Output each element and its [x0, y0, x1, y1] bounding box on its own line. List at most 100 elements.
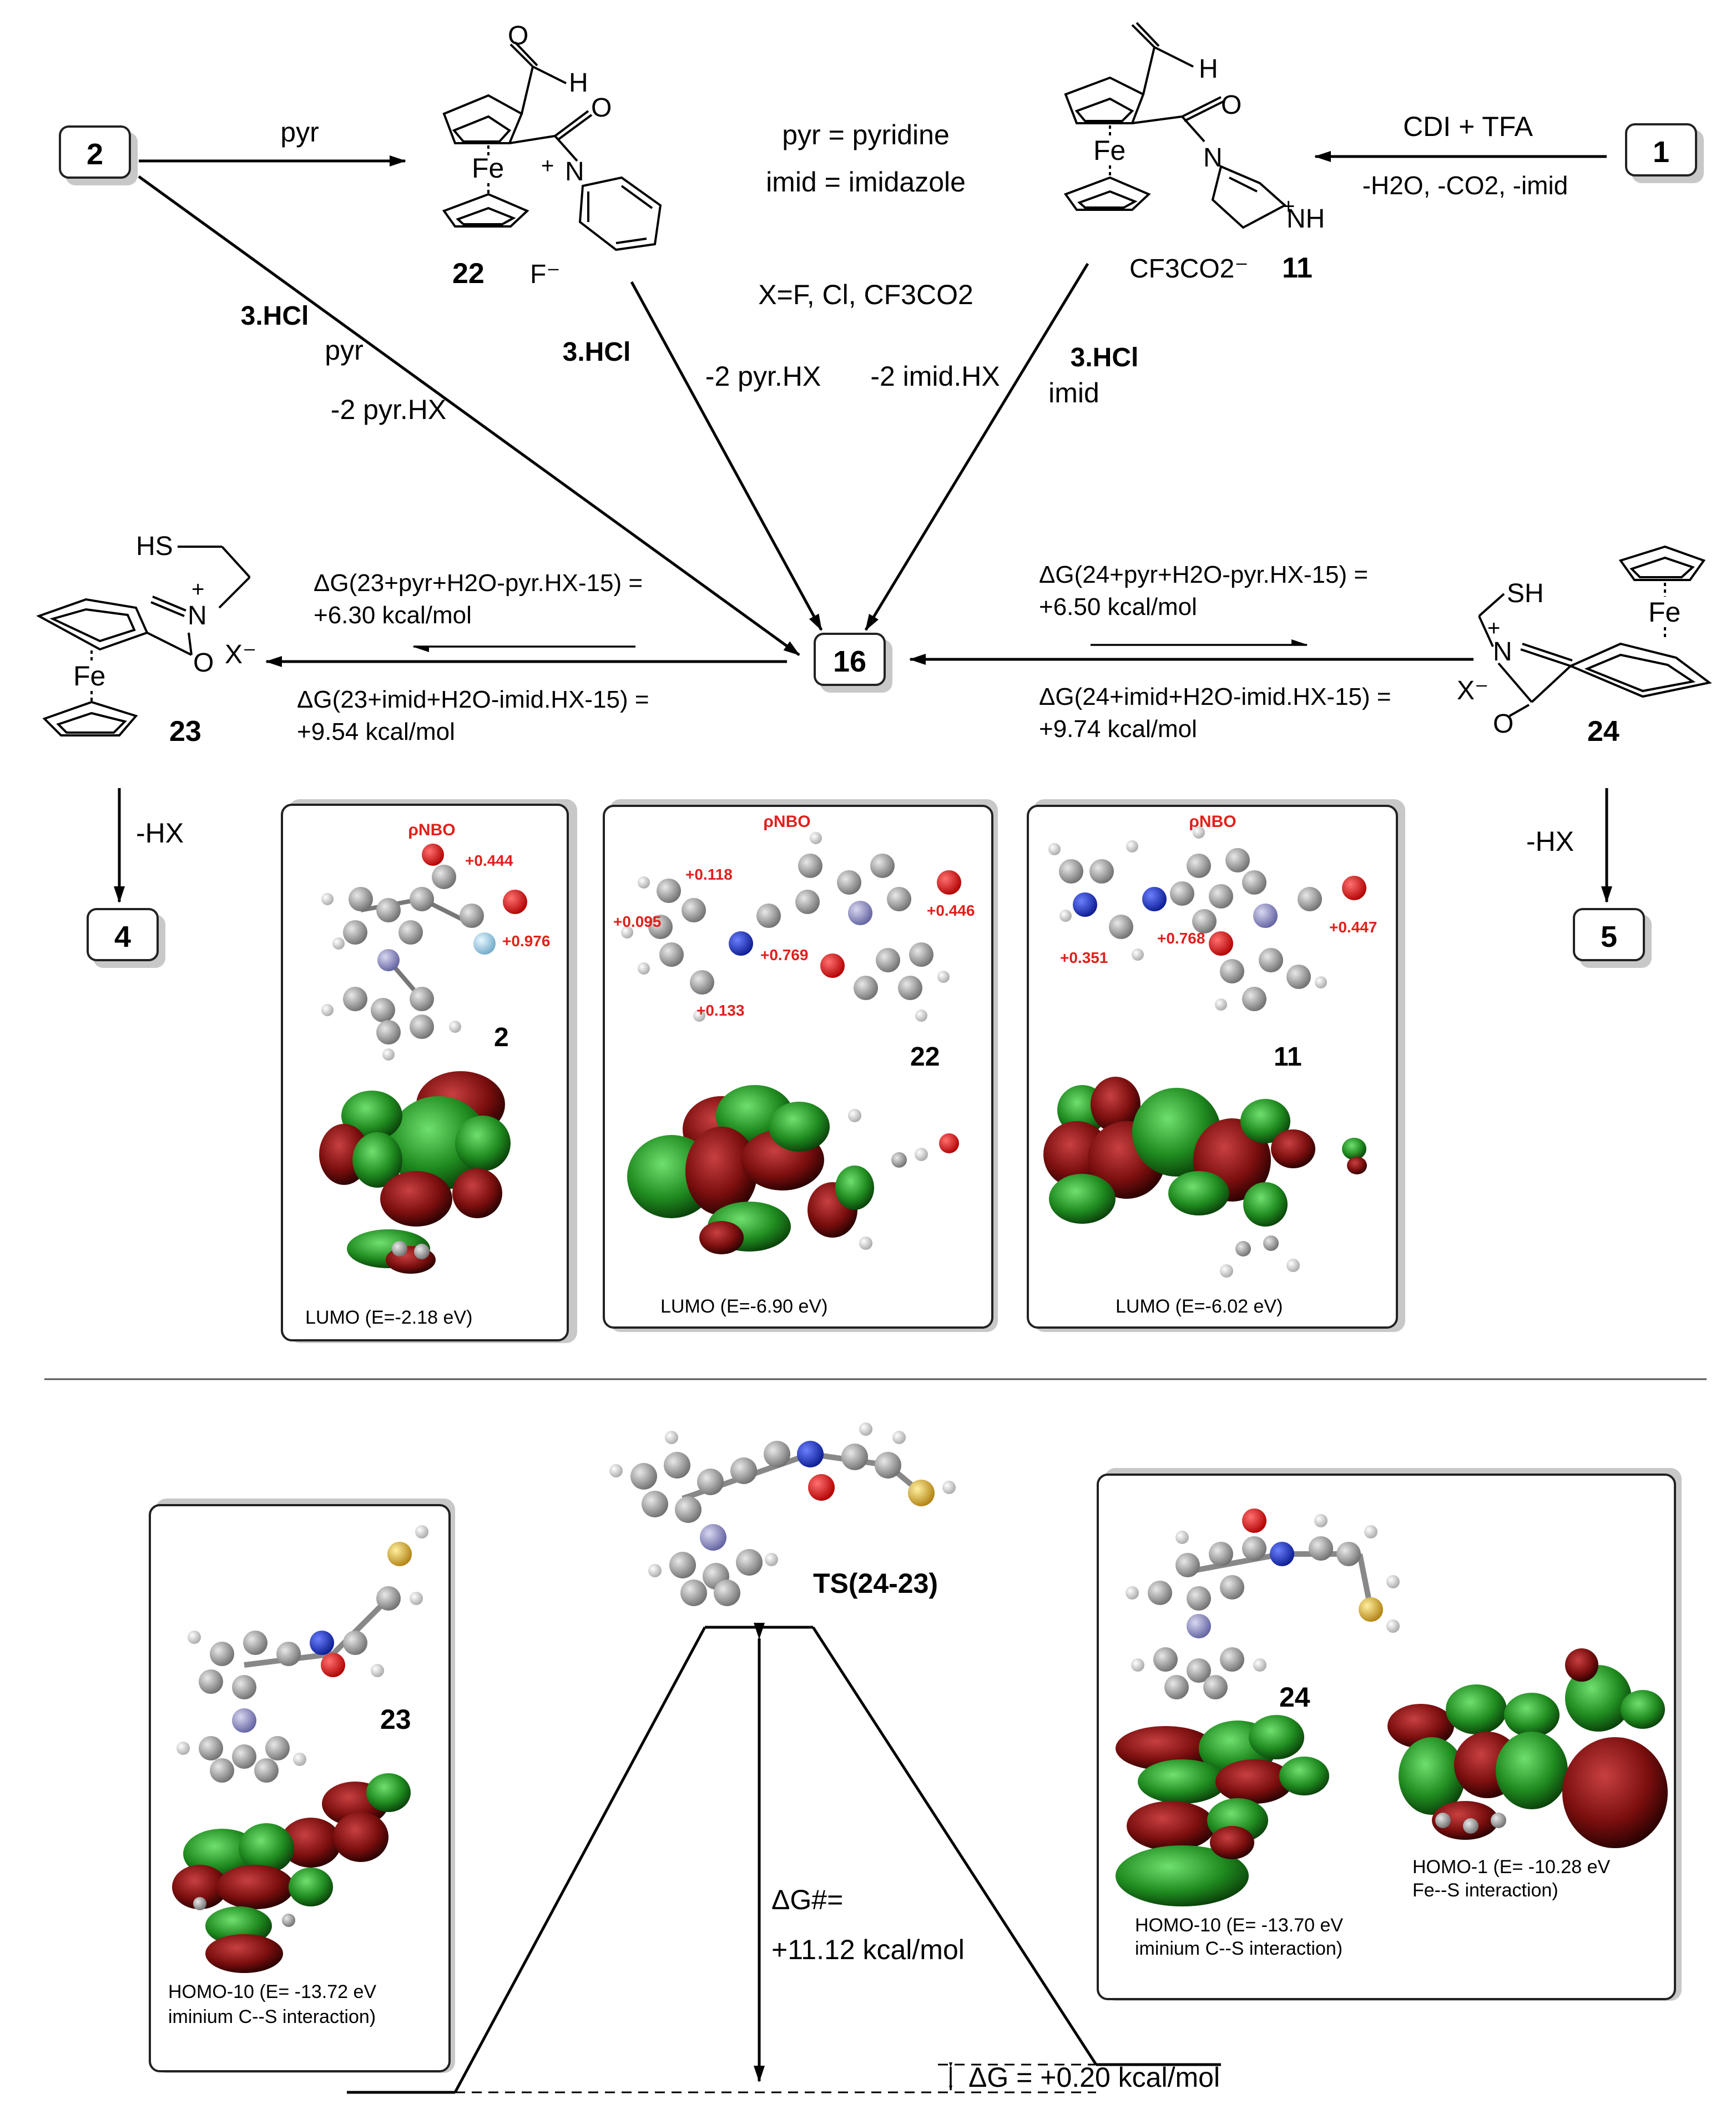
legend-x: X=F, Cl, CF3CO2 — [758, 279, 973, 310]
molecule-24 — [1126, 1508, 1400, 1699]
o-atom: O — [193, 648, 214, 678]
nbo-charge: +0.768 — [1157, 930, 1205, 947]
reagent-hcl-left: 3.HCl — [241, 301, 309, 331]
label-11: 11 — [1282, 252, 1313, 284]
lumo-orbital-11 — [1043, 1077, 1367, 1278]
nbo-charge: +0.446 — [927, 902, 975, 919]
homo1-orbital-24 — [1387, 1648, 1668, 1848]
plus-sign: + — [1282, 194, 1295, 219]
compound-number: 1 — [1653, 135, 1669, 169]
h-atom: H — [1199, 54, 1218, 84]
homo10-label-2: iminium C--S interaction) — [1135, 1938, 1343, 1959]
reagent-byproducts: -H2O, -CO2, -imid — [1362, 171, 1568, 200]
nbo-compound-label: 22 — [910, 1042, 940, 1072]
nbo-charge: +0.769 — [760, 946, 808, 963]
h-atom: H — [569, 68, 588, 98]
dg23-imid-value: +9.54 kcal/mol — [297, 718, 455, 745]
orbital-panel-24: 24 HOMO- — [1097, 1468, 1682, 2001]
molecule-23 — [176, 1525, 428, 1783]
nbo-charge: +0.118 — [685, 866, 733, 883]
homo-label: HOMO-10 (E= -13.72 eV — [168, 1981, 376, 2002]
nbo-charge: +0.444 — [465, 852, 513, 869]
o-atom: O — [1493, 709, 1513, 739]
compound-number: 5 — [1601, 920, 1617, 953]
homo10-orbital-24 — [1116, 1715, 1329, 1906]
sh-group: SH — [1507, 579, 1544, 608]
path-ts-24 — [811, 1626, 1098, 2066]
lumo-label: LUMO (E=-6.02 eV) — [1116, 1296, 1283, 1317]
compound-box-5: 5 — [1573, 908, 1652, 968]
ts-molecule — [609, 1422, 956, 1606]
homo1-label: HOMO-1 (E= -10.28 eV — [1412, 1856, 1611, 1878]
lumo-orbital-22 — [627, 1085, 959, 1254]
n-atom: N — [1493, 637, 1512, 667]
reagent-pyrhx-mid: -2 pyr.HX — [705, 361, 821, 392]
legend-imid: imid = imidazole — [766, 166, 966, 198]
homo-label-2: iminium C--S interaction) — [168, 2006, 376, 2027]
n-atom: N — [565, 157, 584, 186]
reagent-hx-left: -HX — [136, 818, 184, 849]
nbo-compound-label: 11 — [1274, 1042, 1302, 1072]
orbital-panel-23: 23 HOMO-10 (E= -13.72 eV iminium C--S in… — [149, 1498, 455, 2073]
dg23-imid: ΔG(23+imid+H2O-imid.HX-15) = — [297, 686, 649, 713]
label-23: 23 — [169, 715, 201, 748]
compound-box-4: 4 — [87, 908, 165, 968]
homo10-label: HOMO-10 (E= -13.70 eV — [1135, 1915, 1343, 1936]
barrier-value: +11.12 kcal/mol — [771, 1934, 965, 1965]
plus-sign: + — [1487, 616, 1500, 640]
nbo-charge: +0.447 — [1329, 919, 1377, 936]
arrow-23-to-4: -HX — [114, 788, 184, 903]
n-atom: N — [1203, 143, 1223, 173]
reagent-pyr-left: pyr — [325, 335, 363, 366]
reagent-imid-right: imid — [1048, 377, 1099, 408]
reagent-hx-right: -HX — [1526, 826, 1574, 857]
nbo-header: ρNBO — [763, 813, 810, 831]
molecule-22 — [621, 832, 961, 1022]
structure-24: Fe N + O SH X⁻ 24 — [1457, 545, 1712, 748]
reagent-pyrhx-left: -2 pyr.HX — [331, 394, 446, 425]
nbo-panel-2: ρNBO +0.444 — [281, 799, 577, 1343]
dg23-pyr: ΔG(23+pyr+H2O-pyr.HX-15) = — [314, 569, 643, 597]
n-atom: N — [188, 601, 207, 630]
legend-pyr: pyr = pyridine — [782, 119, 950, 150]
dg24-pyr: ΔG(24+pyr+H2O-pyr.HX-15) = — [1039, 561, 1368, 588]
fe-atom: Fe — [1648, 597, 1681, 628]
structure-11: Fe H O N + NH CF3CO2⁻ 11 — [1063, 22, 1325, 284]
panel23-label: 23 — [380, 1704, 411, 1735]
equilibrium-16-24: ΔG(24+pyr+H2O-pyr.HX-15) = +6.50 kcal/mo… — [909, 561, 1473, 743]
reaction-energy: ΔG = +0.20 kcal/mol — [968, 2062, 1220, 2093]
counterion-x: X⁻ — [225, 640, 256, 669]
compound-box-2: 2 — [59, 125, 138, 185]
homo10-orbital-23 — [172, 1773, 411, 1973]
fe-atom: Fe — [73, 660, 105, 692]
homo1-label-2: Fe--S interaction) — [1412, 1880, 1558, 1901]
plus-sign: + — [191, 577, 204, 602]
dg23-pyr-value: +6.30 kcal/mol — [314, 602, 472, 629]
nbo-charge: +0.095 — [613, 913, 661, 930]
reagent-hcl-right: 3.HCl — [1071, 343, 1139, 372]
counterion-x: X⁻ — [1457, 676, 1488, 705]
reagent-pyr: pyr — [280, 117, 319, 148]
energy-profile: ΔG#= +11.12 kcal/mol ΔG = +0.20 kcal/mol — [347, 1623, 1221, 2094]
label-22: 22 — [452, 258, 485, 290]
label-24: 24 — [1587, 715, 1619, 748]
molecule-11 — [1048, 826, 1366, 1011]
nbo-header: ρNBO — [408, 821, 455, 839]
arrow-1-to-11: CDI + TFA -H2O, -CO2, -imid — [1314, 111, 1607, 200]
compound-number: 2 — [87, 138, 103, 171]
reagent-hcl-mid: 3.HCl — [563, 337, 631, 367]
lumo-orbital-2 — [319, 1071, 511, 1274]
fe-atom: Fe — [1093, 135, 1126, 166]
equilibrium-16-23: ΔG(23+pyr+H2O-pyr.HX-15) = +6.30 kcal/mo… — [265, 569, 787, 745]
compound-number: 16 — [833, 645, 866, 678]
structure-23: HS + N O X⁻ Fe 23 — [36, 532, 256, 748]
counterion-f: F⁻ — [530, 260, 561, 289]
nbo-charge: +0.133 — [697, 1002, 744, 1019]
dg24-imid: ΔG(24+imid+H2O-imid.HX-15) = — [1039, 683, 1391, 710]
dg24-pyr-value: +6.50 kcal/mol — [1039, 593, 1197, 620]
o-atom: O — [1221, 90, 1242, 120]
nbo-charge: +0.976 — [502, 932, 550, 950]
reagent-imidhx-mid: -2 imid.HX — [870, 361, 1000, 392]
